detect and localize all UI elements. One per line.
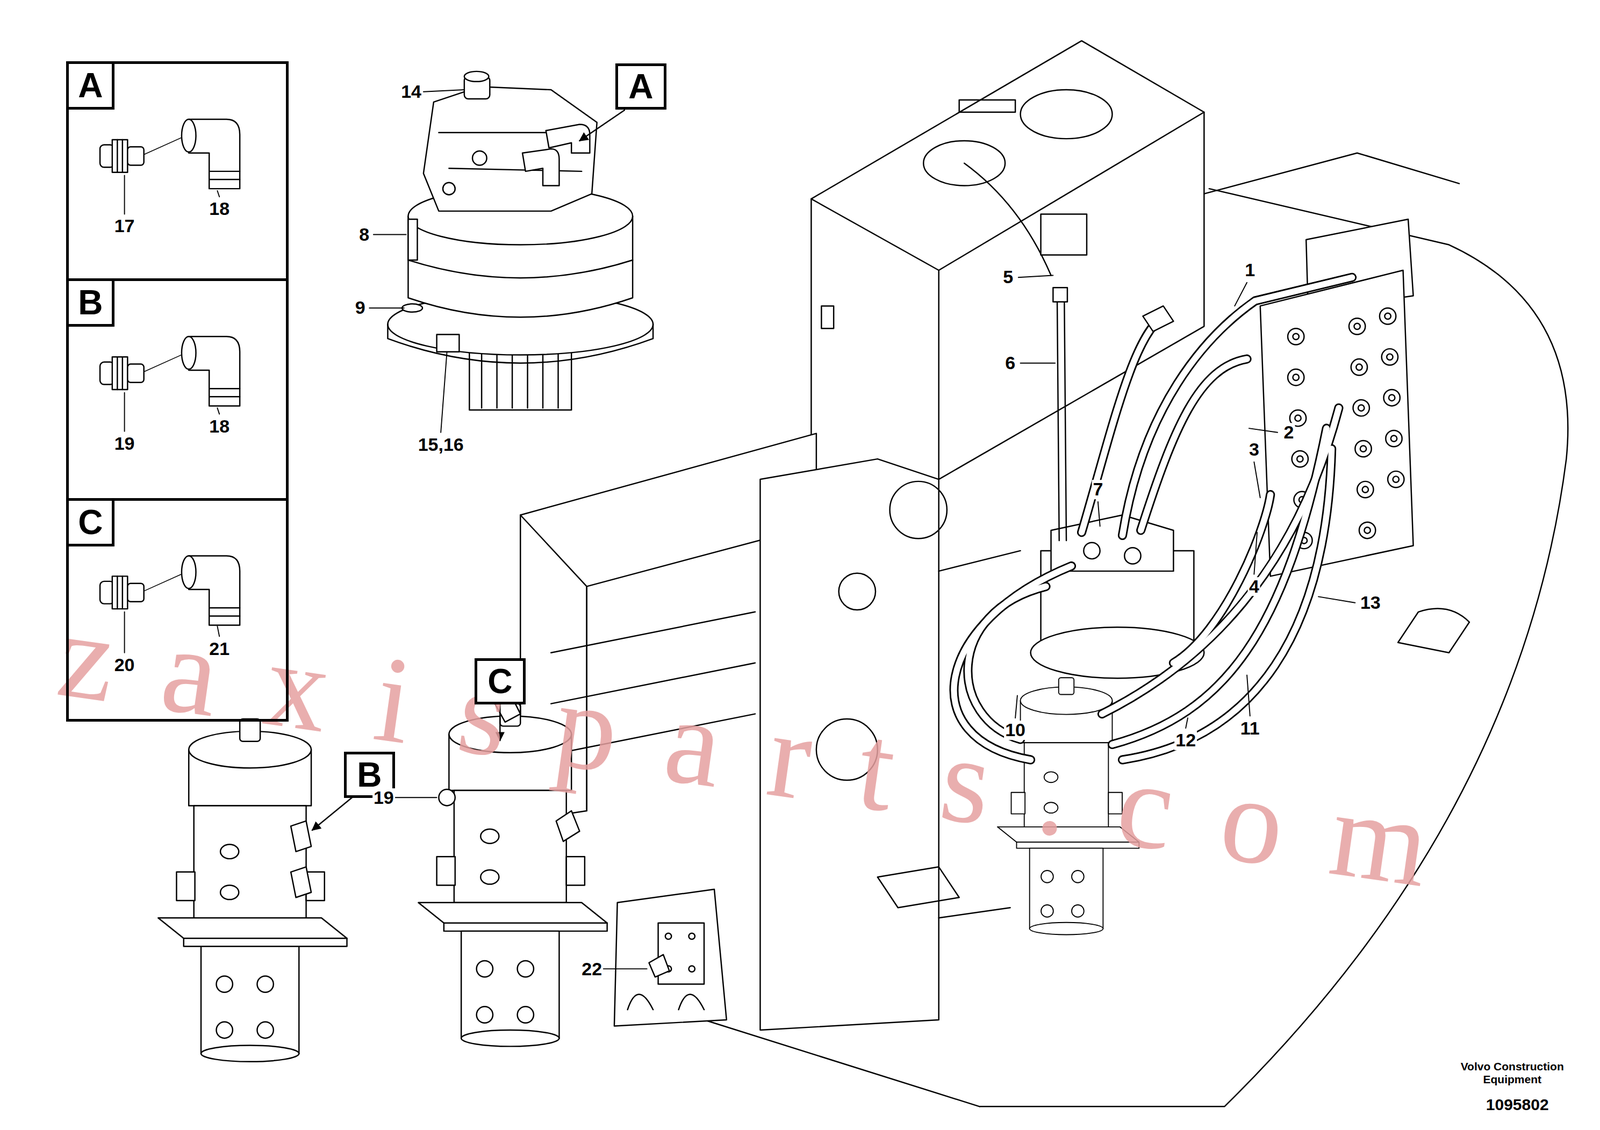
view-letter: C: [487, 664, 513, 699]
view-callout-box: C: [474, 658, 526, 705]
callout-number: 4: [1247, 577, 1261, 597]
callout-number: 13: [1359, 593, 1382, 613]
callout-number: 14: [399, 82, 423, 102]
callout-number: 6: [1003, 353, 1017, 373]
callout-number: 22: [580, 959, 604, 980]
callout-number: 15,16: [417, 435, 465, 455]
view-letter: B: [68, 281, 115, 327]
callout-number: 8: [357, 225, 371, 245]
detail-panel: A: [66, 61, 289, 282]
callout-number: 2: [1282, 422, 1295, 443]
publisher-note: Volvo Construction Equipment: [1446, 1060, 1578, 1087]
callout-number: 19: [113, 434, 136, 454]
callout-number: 11: [1239, 719, 1261, 739]
callout-number: 10: [1003, 721, 1027, 741]
view-letter: A: [628, 69, 654, 104]
callout-number: 19: [372, 788, 396, 808]
callout-number: 12: [1174, 731, 1197, 751]
view-letter: B: [356, 757, 382, 793]
callout-number: 18: [207, 199, 231, 219]
callout-number: 9: [354, 298, 367, 319]
view-letter: A: [68, 63, 115, 110]
detail-panel: C: [66, 498, 289, 723]
callout-number: 17: [113, 217, 136, 237]
callout-number: 5: [1001, 268, 1015, 288]
callout-number: 21: [207, 639, 231, 659]
detail-panel: B: [66, 278, 289, 501]
callout-number: 7: [1091, 479, 1104, 500]
callout-number: 1: [1243, 260, 1257, 281]
view-letter: C: [68, 500, 115, 547]
callout-number: 20: [113, 655, 136, 676]
callout-number: 3: [1247, 440, 1261, 460]
callout-number: 18: [207, 417, 231, 437]
view-callout-box: A: [615, 63, 667, 110]
drawing-number: 1095802: [1484, 1096, 1551, 1114]
